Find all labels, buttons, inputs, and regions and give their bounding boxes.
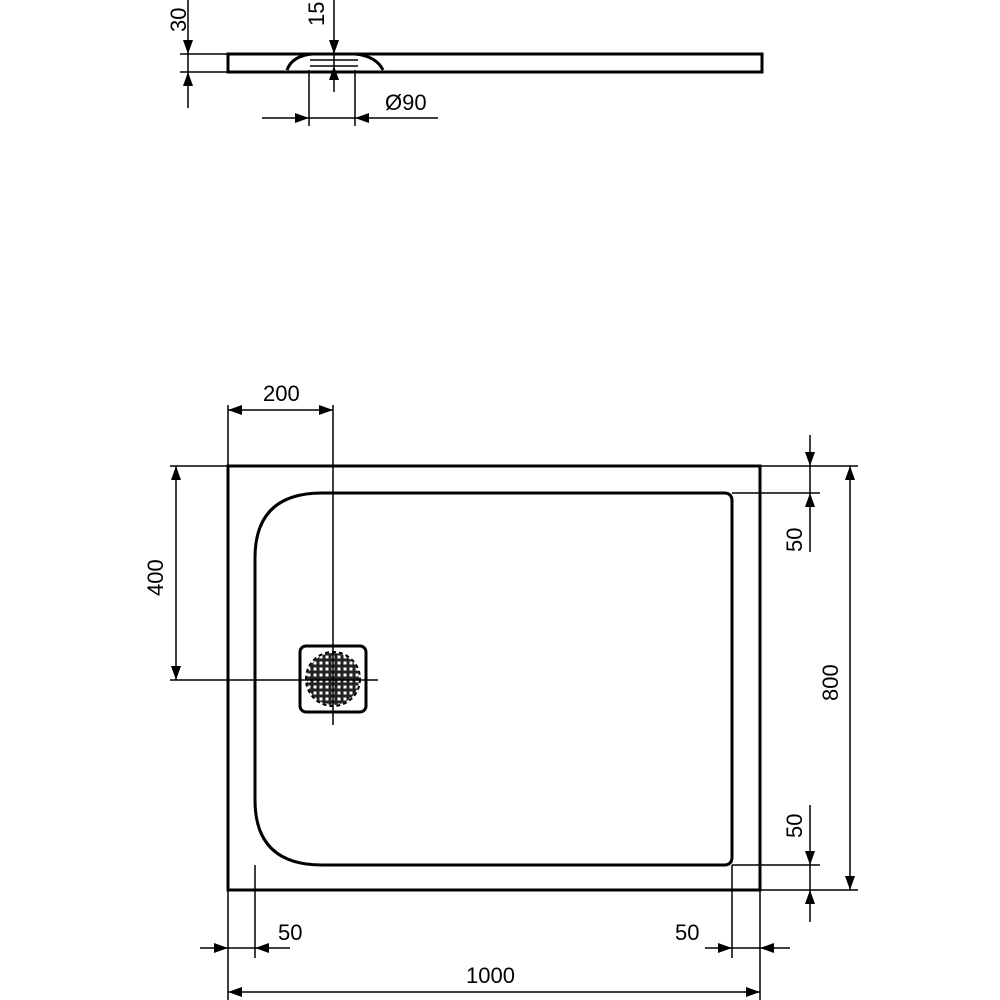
dim-thickness-label: 30 — [166, 8, 191, 32]
drain-bulge — [285, 52, 385, 71]
dim-left-rim-label: 50 — [278, 920, 302, 945]
dim-drain-y: 400 — [143, 465, 228, 680]
dim-right-rim-label: 50 — [675, 920, 699, 945]
side-view: 30 15 Ø90 — [166, 0, 764, 126]
dim-bottom-rim-label: 50 — [782, 814, 807, 838]
dim-drain-diameter: Ø90 — [262, 70, 438, 126]
dim-width-label: 1000 — [466, 963, 515, 988]
dim-top-rim-label: 50 — [782, 528, 807, 552]
tray-basin — [253, 491, 734, 867]
dim-thickness: 30 — [166, 0, 228, 108]
dim-depth: 800 — [760, 465, 858, 891]
dim-left-rim: 50 — [200, 865, 302, 1000]
dim-bottom-rim: 50 — [732, 805, 820, 922]
dim-drain-depth: 15 — [304, 0, 339, 92]
dim-width: 1000 — [228, 963, 760, 997]
plan-view: 200 400 800 50 — [143, 381, 858, 1000]
tray-section — [226, 52, 764, 74]
dim-drain-diameter-label: Ø90 — [385, 90, 427, 115]
tray-outline — [226, 464, 762, 892]
dim-drain-x-label: 200 — [263, 381, 300, 406]
dim-depth-label: 800 — [818, 664, 843, 701]
dim-drain-y-label: 400 — [143, 559, 168, 596]
dim-drain-x: 200 — [227, 381, 333, 466]
dim-right-rim: 50 — [675, 865, 790, 1000]
dim-drain-depth-label: 15 — [304, 2, 329, 26]
dim-top-rim: 50 — [732, 435, 820, 552]
